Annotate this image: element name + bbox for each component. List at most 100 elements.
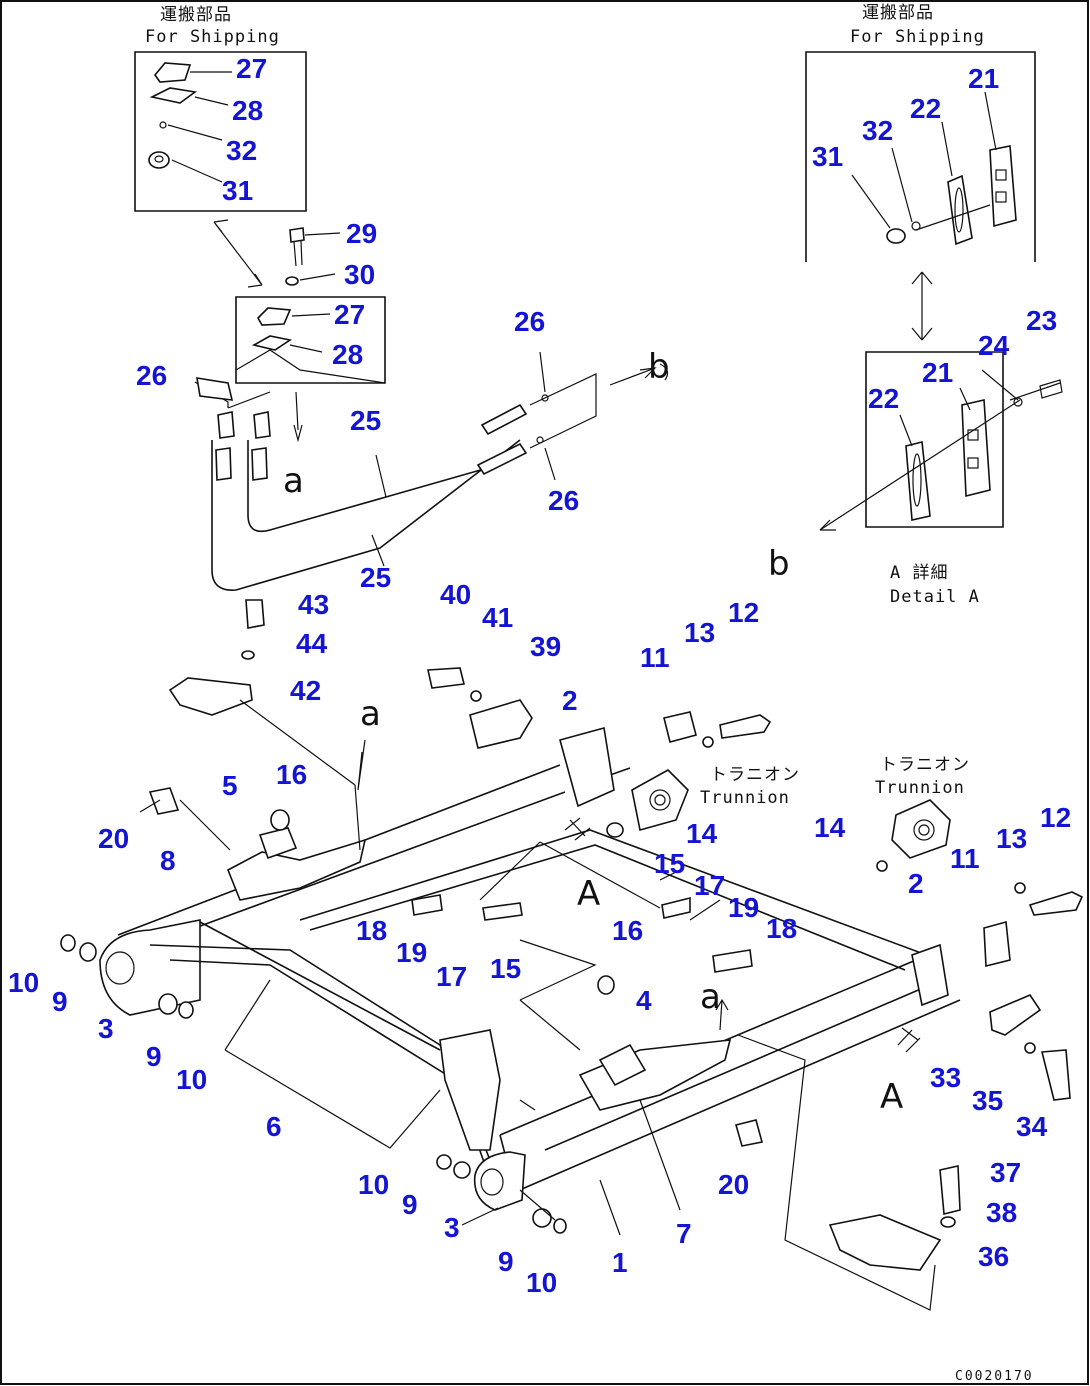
callout-32: 32 — [226, 135, 257, 166]
callout-28: 28 — [332, 339, 363, 370]
callout-3: 3 — [444, 1212, 460, 1243]
callout-34: 34 — [1016, 1111, 1048, 1142]
shipping-box-left: 運搬部品 For Shipping — [134, 5, 307, 212]
callout-9: 9 — [146, 1041, 162, 1072]
callout-31: 31 — [812, 141, 843, 172]
callout-24: 24 — [978, 330, 1010, 361]
callout-18: 18 — [356, 915, 387, 946]
hose-assembly — [194, 351, 669, 591]
trunnion-right-label-en: Trunnion — [875, 778, 965, 798]
callout-26: 26 — [136, 360, 167, 391]
callout-18: 18 — [766, 913, 797, 944]
callout-13: 13 — [684, 617, 715, 648]
callout-2: 2 — [908, 868, 924, 899]
callout-15: 15 — [654, 848, 685, 879]
callout-10: 10 — [176, 1064, 207, 1095]
callout-33: 33 — [930, 1062, 961, 1093]
callout-32: 32 — [862, 115, 893, 146]
callout-17: 17 — [694, 870, 725, 901]
shipping-box-right: 運搬部品 For Shipping — [805, 3, 1036, 262]
callout-44: 44 — [296, 628, 328, 659]
detail-a-box: A 詳細 Detail A — [819, 351, 1063, 607]
callout-42: 42 — [290, 675, 321, 706]
detail-a-caption-en: Detail A — [890, 587, 980, 607]
callout-12: 12 — [1040, 802, 1071, 833]
shipping-right-caption-jp: 運搬部品 — [862, 3, 934, 23]
callout-15: 15 — [490, 953, 521, 984]
callout-37: 37 — [990, 1157, 1021, 1188]
callout-4: 4 — [636, 985, 652, 1016]
view-letter-small-a-right: a — [700, 977, 721, 1017]
trunnion-right: トラニオン Trunnion — [875, 755, 970, 859]
callout-29: 29 — [346, 218, 377, 249]
callout-16: 16 — [612, 915, 643, 946]
callout-43: 43 — [298, 589, 329, 620]
callout-23: 23 — [1026, 305, 1057, 336]
view-letter-a-upper: A — [577, 874, 600, 914]
trunnion-left: トラニオン Trunnion — [631, 765, 800, 832]
callout-7: 7 — [676, 1218, 692, 1249]
callout-39: 39 — [530, 631, 561, 662]
callout-10: 10 — [8, 967, 39, 998]
shipping-left-caption-en: For Shipping — [145, 27, 280, 47]
callout-10: 10 — [358, 1169, 389, 1200]
callout-9: 9 — [52, 986, 68, 1017]
callout-11: 11 — [950, 843, 980, 874]
callout-5: 5 — [222, 770, 238, 801]
callout-22: 22 — [910, 93, 941, 124]
callout-6: 6 — [266, 1111, 282, 1142]
detail-a-caption-jp: A 詳細 — [890, 563, 948, 583]
callout-19: 19 — [396, 937, 427, 968]
view-letter-a-lower: A — [880, 1077, 903, 1117]
callout-21: 21 — [922, 357, 953, 388]
shipping-right-caption-en: For Shipping — [850, 27, 985, 47]
callout-31: 31 — [222, 175, 253, 206]
callout-36: 36 — [978, 1241, 1009, 1272]
trunnion-left-label-en: Trunnion — [700, 788, 790, 808]
callout-3: 3 — [98, 1013, 114, 1044]
callout-25: 25 — [360, 562, 391, 593]
callout-26: 26 — [548, 485, 579, 516]
view-letter-b-hose: b — [648, 347, 670, 387]
callouts: 27 28 32 31 21 22 32 31 29 30 27 28 26 2… — [8, 53, 1071, 1298]
callout-8: 8 — [160, 845, 176, 876]
callout-40: 40 — [440, 579, 471, 610]
bracket-box-mid — [235, 296, 386, 384]
callout-20: 20 — [98, 823, 129, 854]
callout-30: 30 — [344, 259, 375, 290]
callout-21: 21 — [968, 63, 999, 94]
callout-1: 1 — [612, 1247, 628, 1278]
callout-10: 10 — [526, 1267, 557, 1298]
callout-27: 27 — [236, 53, 267, 84]
callout-19: 19 — [728, 892, 759, 923]
callout-9: 9 — [498, 1246, 514, 1277]
callout-13: 13 — [996, 823, 1027, 854]
callout-35: 35 — [972, 1085, 1003, 1116]
callout-17: 17 — [436, 961, 467, 992]
callout-12: 12 — [728, 597, 759, 628]
callout-14: 14 — [814, 812, 846, 843]
callout-20: 20 — [718, 1169, 749, 1200]
callout-26: 26 — [514, 306, 545, 337]
callout-38: 38 — [986, 1197, 1017, 1228]
callout-25: 25 — [350, 405, 381, 436]
callout-41: 41 — [482, 602, 513, 633]
view-letter-small-a-frame: a — [360, 694, 381, 734]
view-letter-b-right: b — [768, 544, 790, 584]
trunnion-left-label-jp: トラニオン — [710, 765, 800, 785]
trunnion-right-label-jp: トラニオン — [880, 755, 970, 775]
frame-assembly — [60, 599, 1084, 1311]
callout-9: 9 — [402, 1189, 418, 1220]
shipping-left-caption-jp: 運搬部品 — [160, 5, 232, 25]
callout-28: 28 — [232, 95, 263, 126]
callout-14: 14 — [686, 818, 718, 849]
callout-16: 16 — [276, 759, 307, 790]
callout-2: 2 — [562, 685, 578, 716]
callout-11: 11 — [640, 642, 670, 673]
view-letter-small-a-hose: a — [283, 461, 304, 501]
callout-27: 27 — [334, 299, 365, 330]
drawing-code: C0020170 — [955, 1369, 1034, 1384]
callout-22: 22 — [868, 383, 899, 414]
